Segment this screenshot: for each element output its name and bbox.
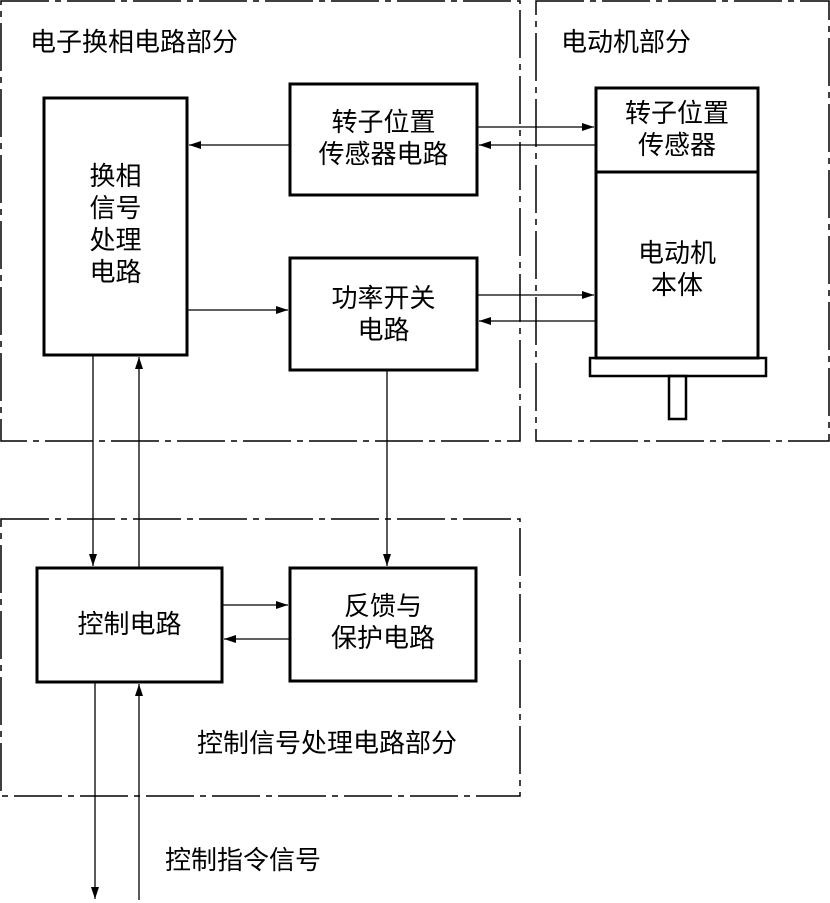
rotor-sensor-circuit-label: 转子位置 传感器电路 bbox=[290, 107, 477, 171]
motor-mounting-flange bbox=[588, 356, 768, 378]
power-switch-label-line: 功率开关 bbox=[331, 284, 436, 314]
control-section-frame bbox=[0, 518, 521, 797]
rotor-sensor-label-line: 传感器 bbox=[637, 131, 716, 161]
feedback-protection-label-line: 反馈与 bbox=[343, 592, 422, 622]
rotor-sensor-label: 转子位置 传感器 bbox=[596, 98, 758, 162]
rotor-sensor-label-line: 转子位置 bbox=[624, 99, 729, 129]
power-switch-label: 功率开关 电路 bbox=[290, 283, 477, 347]
feedback-protection-block bbox=[288, 566, 478, 683]
motor-section-frame bbox=[535, 0, 830, 442]
commutation-signal-label-line: 换相 bbox=[89, 162, 142, 192]
power-switch-block bbox=[288, 256, 479, 372]
command-signal-label: 控制指令信号 bbox=[165, 846, 322, 876]
commutation-signal-label-line: 处理 bbox=[89, 226, 142, 256]
feedback-protection-label-line: 保护电路 bbox=[330, 624, 435, 654]
commutation-signal-block bbox=[42, 96, 189, 357]
commutation-signal-label: 换相 信号 处理 电路 bbox=[44, 161, 187, 289]
rotor-sensor-circuit-label-line: 传感器电路 bbox=[318, 140, 449, 170]
commutation-signal-label-line: 电路 bbox=[89, 258, 142, 288]
motor-body-label-line: 电动机 bbox=[637, 239, 716, 269]
rotor-sensor-circuit-label-line: 转子位置 bbox=[331, 108, 436, 138]
control-section-label: 控制信号处理电路部分 bbox=[197, 729, 458, 759]
power-switch-label-line: 电路 bbox=[357, 316, 410, 346]
control-circuit-label: 控制电路 bbox=[37, 609, 222, 641]
control-circuit-label-line: 控制电路 bbox=[77, 610, 182, 640]
feedback-protection-label: 反馈与 保护电路 bbox=[290, 591, 476, 655]
commutation-section-label: 电子换相电路部分 bbox=[30, 28, 239, 58]
motor-shaft bbox=[667, 374, 688, 421]
commutation-signal-label-line: 信号 bbox=[89, 194, 142, 224]
motor-body-label-line: 本体 bbox=[650, 271, 703, 301]
motor-section-label: 电动机部分 bbox=[561, 28, 692, 58]
rotor-sensor-circuit-block bbox=[288, 82, 479, 197]
control-circuit-block bbox=[35, 566, 224, 684]
commutation-section-frame bbox=[0, 0, 521, 442]
motor-body-label: 电动机 本体 bbox=[596, 238, 758, 302]
